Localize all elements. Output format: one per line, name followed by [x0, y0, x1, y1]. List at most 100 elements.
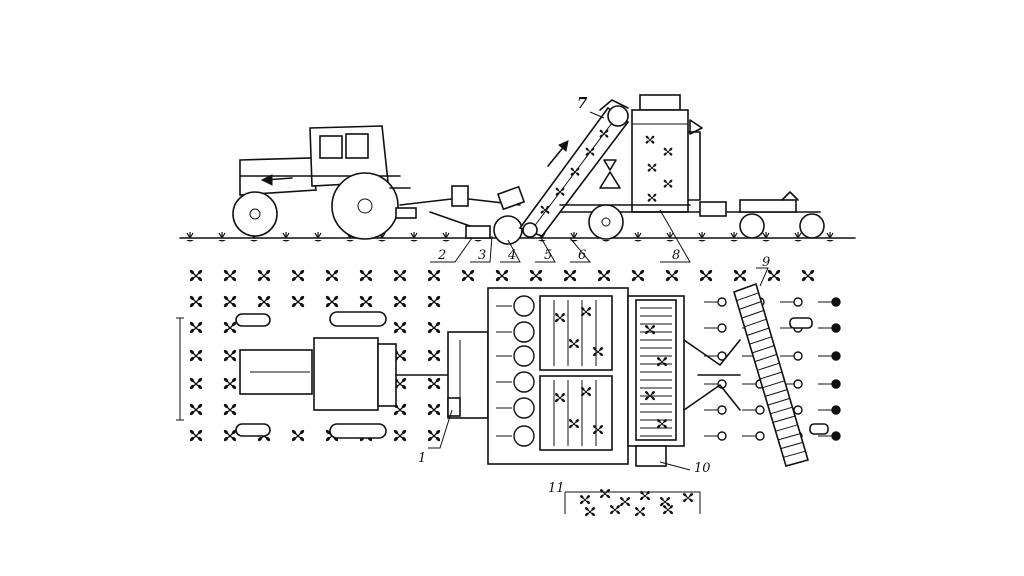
- separating-rollers: [496, 295, 535, 447]
- plant-icon: [426, 376, 442, 391]
- crop-mark-icon: [761, 231, 771, 243]
- front-wheel-right: [235, 423, 271, 437]
- rear-wheel-left: [329, 311, 387, 327]
- plant-icon: [426, 320, 442, 335]
- chute: [599, 99, 629, 111]
- plant-icon: [732, 268, 748, 283]
- cab-window-rear: [345, 133, 369, 159]
- bell-fitting: [599, 159, 621, 189]
- crop-mark-icon: [729, 231, 739, 243]
- conveyor-slat: [772, 415, 796, 423]
- plant-icon: [800, 268, 816, 283]
- crop-mark-icon: [185, 231, 195, 243]
- crop-mark-icon: [281, 231, 291, 243]
- tuber-dot-icon: [831, 297, 841, 307]
- tuber-dot-icon: [793, 351, 803, 361]
- width-dimension: [176, 317, 184, 421]
- plant-icon: [494, 268, 510, 283]
- plant-icon: [222, 402, 238, 417]
- rear-hitch-top: [377, 343, 397, 407]
- conveyor-slat: [780, 441, 803, 450]
- callout-leaders-side: [430, 111, 691, 263]
- conveyor-slat: [733, 283, 757, 293]
- plant-icon: [358, 268, 374, 283]
- harvester-top: 10: [487, 287, 741, 476]
- plant-icon: [256, 294, 272, 309]
- plant-icon: [528, 268, 544, 283]
- conveyor-slat: [736, 292, 759, 302]
- plant-icon: [596, 268, 612, 283]
- plant-icon: [426, 294, 442, 309]
- plant-icon: [188, 402, 204, 417]
- conveyor-slat: [752, 345, 775, 354]
- plant-icon: [290, 428, 306, 443]
- digger-assembly: [399, 185, 526, 245]
- tuber-dot-icon: [717, 431, 727, 441]
- plant-icon: [392, 268, 408, 283]
- separator-roller: [513, 345, 535, 367]
- conveyor-slat: [785, 459, 809, 467]
- crop-mark-icon: [633, 231, 643, 243]
- callout-11: 11: [548, 481, 565, 496]
- crop-mark-icon: [825, 231, 835, 243]
- hopper-body: [631, 109, 689, 213]
- plant-icon: [661, 503, 675, 516]
- tuber-dot-icon: [831, 431, 841, 441]
- callout-7: 7: [577, 94, 588, 112]
- plant-icon: [392, 294, 408, 309]
- support-wheel: [493, 215, 523, 245]
- plant-icon: [578, 493, 592, 506]
- cab-window-front: [319, 135, 343, 159]
- plant-icon: [222, 268, 238, 283]
- plant-icon: [188, 268, 204, 283]
- rear-wheel-b: [799, 213, 825, 239]
- plant-icon: [222, 428, 238, 443]
- plant-icon: [630, 268, 646, 283]
- front-wheel-left: [235, 313, 271, 327]
- plant-icon: [633, 505, 647, 518]
- hopper-chamber: [635, 299, 677, 441]
- conveyor-slat: [770, 406, 793, 415]
- callout-10: 10: [694, 461, 711, 476]
- digger-gear: [447, 397, 461, 417]
- crop-mark-icon: [409, 231, 419, 243]
- tuber-dot-icon: [755, 405, 765, 415]
- conveyor-slat: [783, 450, 806, 458]
- crop-mark-icon: [217, 231, 227, 243]
- callout-6: 6: [578, 248, 586, 263]
- plant-icon: [188, 294, 204, 309]
- plant-icon: [358, 294, 374, 309]
- trailer-chassis: [559, 191, 825, 240]
- plant-icon: [188, 376, 204, 391]
- hitch: [395, 207, 417, 219]
- tuber-dot-icon: [831, 405, 841, 415]
- conveyor-slat: [746, 327, 770, 336]
- conveyor-slat: [759, 371, 783, 380]
- plant-icon: [188, 348, 204, 363]
- plant-icon: [426, 348, 442, 363]
- conveyor-slat: [762, 380, 785, 389]
- conveyor-slat: [775, 424, 798, 432]
- tuber-dot-icon: [793, 379, 803, 389]
- callout-1-leader: [428, 409, 453, 449]
- rear-frame: [739, 199, 797, 213]
- conveyor-slat: [749, 336, 772, 345]
- plant-icon: [222, 294, 238, 309]
- callout-2: 2: [437, 248, 446, 263]
- tuber-dot-icon: [717, 297, 727, 307]
- plant-icon: [324, 294, 340, 309]
- separator-roller: [513, 397, 535, 419]
- callout-1: 1: [418, 451, 426, 466]
- plant-icon: [188, 428, 204, 443]
- callout-8: 8: [672, 248, 680, 263]
- plant-icon: [426, 402, 442, 417]
- tuber-dot-icon: [831, 379, 841, 389]
- tractor-cab-top: [313, 337, 379, 411]
- plant-icon: [222, 348, 238, 363]
- conveyor-slat: [754, 353, 777, 363]
- plant-icon: [562, 268, 578, 283]
- grading-table-a: [539, 295, 613, 371]
- inclined-elevator: [518, 99, 630, 238]
